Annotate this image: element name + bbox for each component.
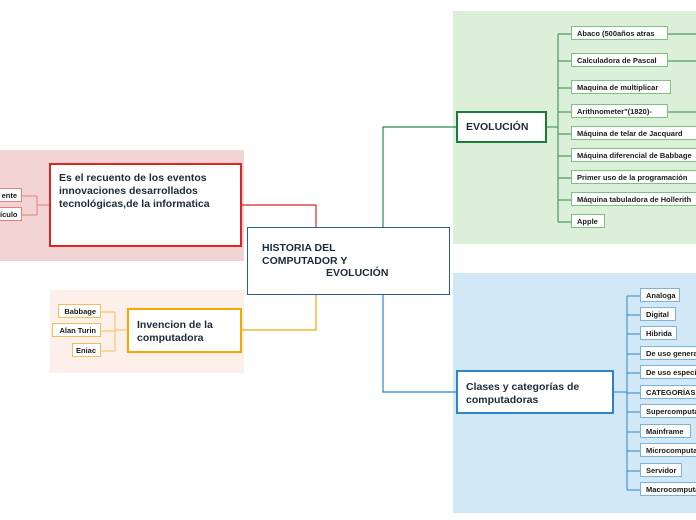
invencion-item-alan-turin[interactable]: Alan Turin: [52, 323, 101, 337]
evolucion-item-programacion[interactable]: Primer uso de la programación: [571, 170, 696, 184]
recuento-item-1[interactable]: ente: [0, 188, 22, 202]
clases-item-digital[interactable]: Digital: [640, 307, 676, 321]
recuento-item-2[interactable]: ículo: [0, 207, 22, 221]
evolucion-topic[interactable]: EVOLUCIÓN: [456, 111, 547, 143]
evolucion-item-abaco[interactable]: Abaco (500años atras: [571, 26, 668, 40]
evolucion-item-arithnometer[interactable]: Arithnometer"(1820)-: [571, 104, 668, 118]
evolucion-branches: [546, 33, 696, 223]
clases-item-uso-general[interactable]: De uso general: [640, 346, 696, 360]
central-topic-line-3: EVOLUCIÓN: [326, 267, 389, 279]
clases-item-uso-especifico[interactable]: De uso especifico: [640, 365, 696, 379]
central-topic-line-2: COMPUTADOR Y: [262, 254, 348, 267]
clases-item-categorias[interactable]: CATEGORÍAS: [640, 385, 696, 399]
connector-recuento: [241, 204, 317, 228]
evolucion-topic-label: EVOLUCIÓN: [466, 121, 529, 133]
recuento-topic-label: Es el recuento de los eventos innovacion…: [59, 172, 210, 210]
invencion-topic[interactable]: Invencion de la computadora: [127, 308, 242, 353]
evolucion-item-multiplicar[interactable]: Maquina de multiplicar: [571, 80, 671, 94]
clases-item-mainframe[interactable]: Mainframe: [640, 424, 691, 438]
evolucion-item-babbage[interactable]: Máquina diferencial de Babbage: [571, 148, 696, 162]
recuento-topic[interactable]: Es el recuento de los eventos innovacion…: [49, 163, 242, 247]
clases-item-microcomputadora[interactable]: Microcomputadora: [640, 443, 696, 457]
clases-item-hibrida[interactable]: Hibrida: [640, 326, 677, 340]
central-topic-line-1: HISTORIA DEL: [262, 242, 336, 254]
central-topic[interactable]: HISTORIA DEL COMPUTADOR Y EVOLUCIÓN: [247, 227, 450, 295]
evolucion-item-jacquard[interactable]: Máquina de telar de Jacquard: [571, 126, 696, 140]
clases-item-analoga[interactable]: Analoga: [640, 288, 680, 302]
connector-invencion: [241, 294, 317, 331]
connector-clases: [382, 294, 456, 393]
clases-topic[interactable]: Clases y categorías de computadoras: [456, 370, 614, 414]
evolucion-item-hollerith[interactable]: Máquina tabuladora de Hollerith: [571, 192, 696, 206]
clases-item-supercomputadora[interactable]: Supercomputadora: [640, 404, 696, 418]
evolucion-item-pascal[interactable]: Calculadora de Pascal: [571, 53, 668, 67]
invencion-branches: [101, 311, 127, 352]
clases-item-macrocomputadora[interactable]: Macrocomputadora: [640, 482, 696, 496]
clases-item-servidor[interactable]: Servidor: [640, 463, 682, 477]
invencion-item-babbage[interactable]: Babbage: [58, 304, 101, 318]
clases-topic-label: Clases y categorías de computadoras: [466, 381, 580, 406]
invencion-topic-label: Invencion de la computadora: [137, 319, 213, 344]
clases-branches: [613, 295, 640, 491]
invencion-item-eniac[interactable]: Eniac: [72, 343, 101, 357]
evolucion-item-apple[interactable]: Apple: [571, 214, 605, 228]
connector-evolucion: [382, 126, 456, 228]
recuento-branches: [22, 195, 49, 216]
